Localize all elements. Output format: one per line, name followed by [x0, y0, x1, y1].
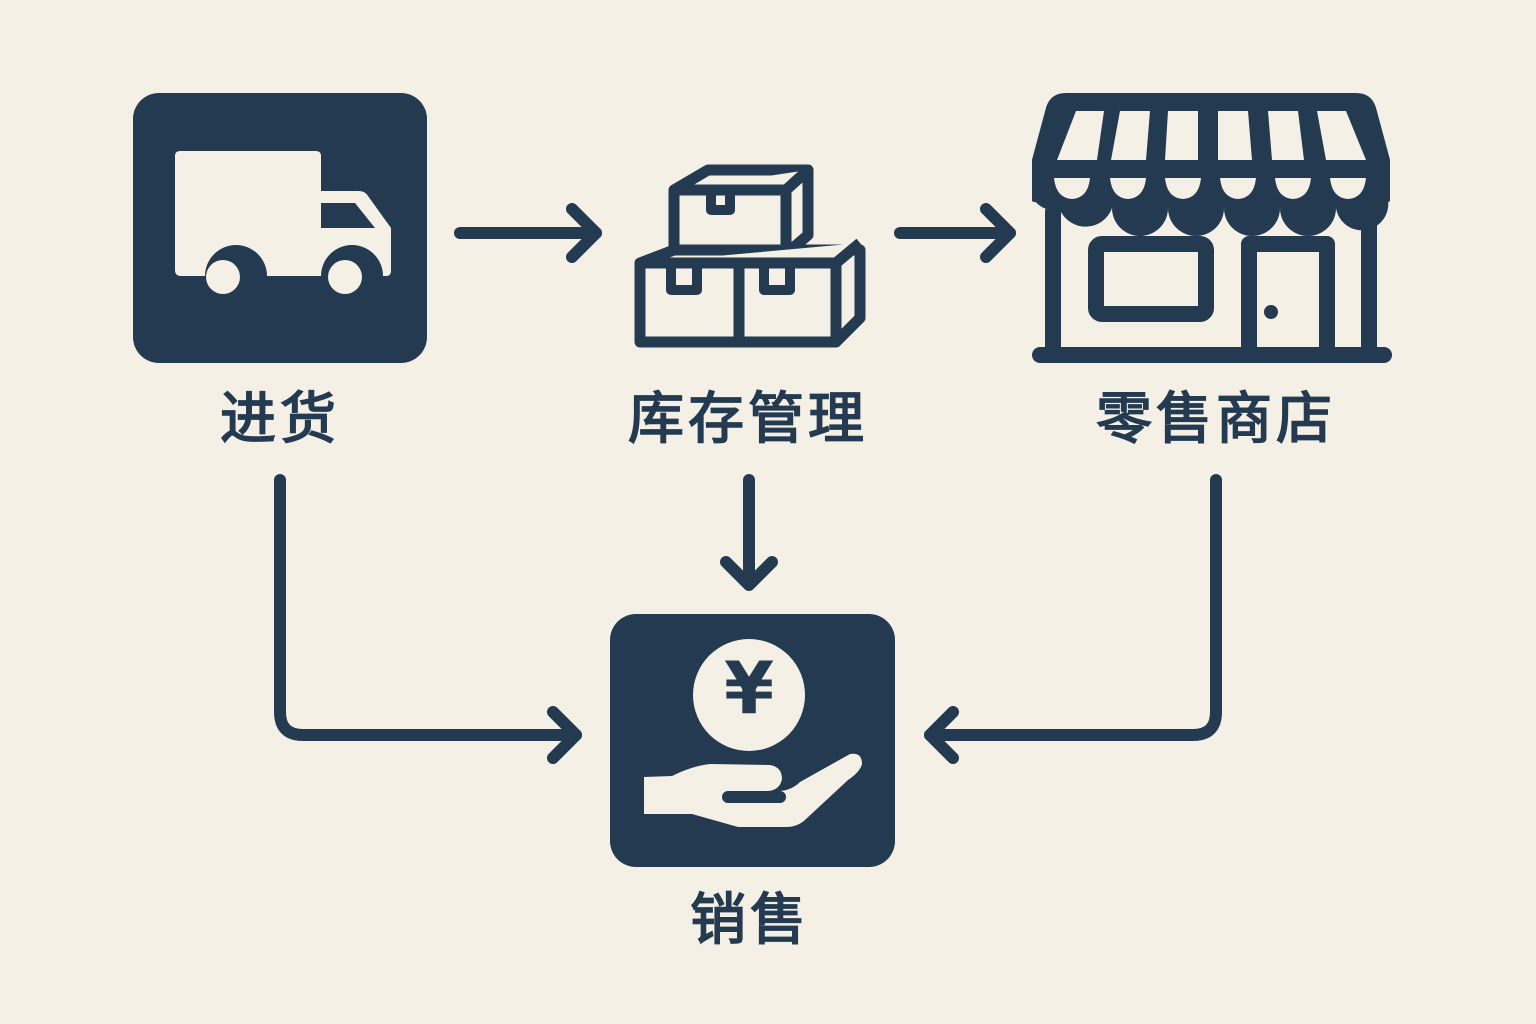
sales-label: 销售 — [690, 888, 810, 953]
arrow-purchasing-to-inventory — [454, 203, 602, 263]
yen-symbol: ¥ — [723, 646, 775, 730]
arrow-inventory-to-retail — [894, 203, 1016, 263]
coin-icon — [693, 639, 805, 751]
inventory-label: 库存管理 — [628, 387, 868, 452]
arrow-retail-to-sales — [924, 474, 1222, 764]
yen-coin-hand-icon — [644, 639, 862, 827]
arrow-inventory-to-sales — [720, 474, 778, 591]
truck-icon — [175, 151, 391, 294]
retail-label: 零售商店 — [1096, 387, 1336, 452]
purchasing-node-box — [133, 93, 427, 363]
sales-node-box — [610, 614, 895, 867]
arrow-purchasing-to-sales — [274, 474, 582, 764]
purchasing-label: 进货 — [220, 387, 340, 452]
